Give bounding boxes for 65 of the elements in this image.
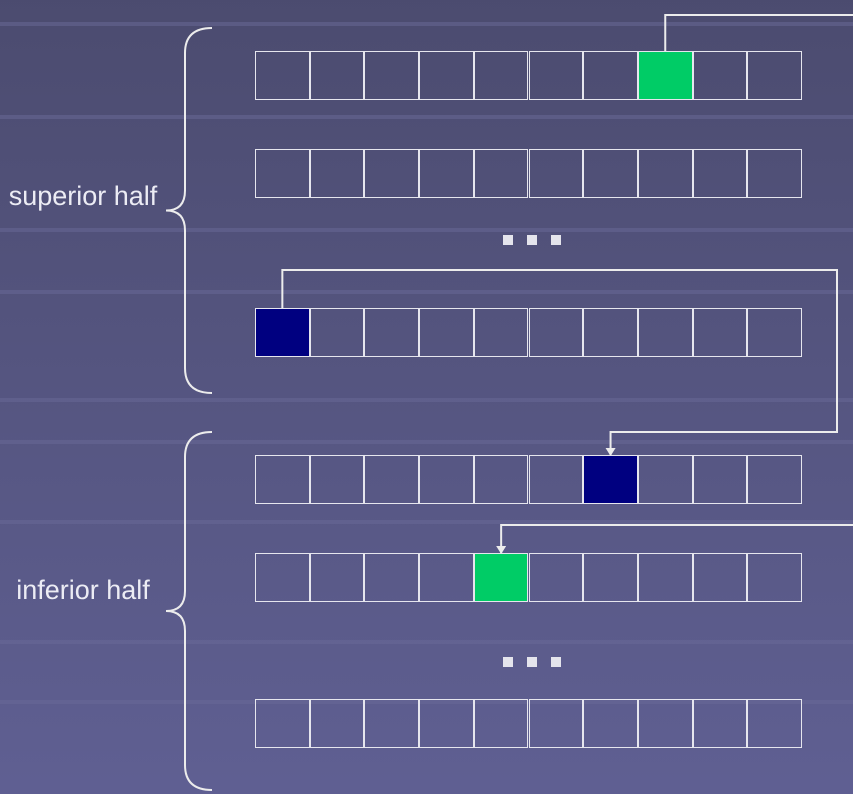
bracket-label: superior half [8,180,158,213]
array-cell [638,308,693,357]
array-cell [419,51,474,100]
array-cell [528,699,584,748]
array-cell [310,51,364,100]
array-cell [692,553,748,602]
array-cell [528,455,584,504]
array-cell [419,149,474,198]
highlighted-cell [583,455,638,504]
array-cell [255,553,310,602]
arrow [281,269,838,456]
array-cell [364,699,420,748]
array-cell [474,455,528,504]
array-cell [528,51,584,100]
array-cell [364,455,420,504]
array-cell [583,149,638,198]
array-cell [474,308,528,357]
bracket-label: inferior half [15,574,151,607]
array-cell [419,553,474,602]
array-cell [638,455,693,504]
array-cell [638,699,693,748]
array-cell [364,51,420,100]
array-cell [747,455,802,504]
array-cell [528,149,584,198]
array-cell [692,149,748,198]
array-cell [364,553,420,602]
array-cell [583,699,638,748]
array-cell [310,699,364,748]
highlighted-cell [638,51,693,100]
array-cell [310,308,364,357]
array-cell [310,553,364,602]
array-cell [310,455,364,504]
array-cell [255,699,310,748]
array-cell [364,149,420,198]
highlighted-cell [255,308,310,357]
arrow [496,524,853,554]
array-cell [583,308,638,357]
array-cell [692,308,748,357]
array-cell [747,308,802,357]
array-cell [692,455,748,504]
array-cell [638,149,693,198]
array-cell [419,308,474,357]
array-cell [419,699,474,748]
array-cell [255,51,310,100]
array-cell [638,553,693,602]
array-cell [419,455,474,504]
array-cell [583,51,638,100]
array-cell [474,149,528,198]
array-cell [474,699,528,748]
array-cell [747,699,802,748]
array-cell [747,149,802,198]
array-cell [692,51,748,100]
array-cell [528,308,584,357]
highlighted-cell [474,553,528,602]
array-cell [364,308,420,357]
array-cell [747,51,802,100]
array-cell [255,149,310,198]
array-cell [310,149,364,198]
array-cell [528,553,584,602]
array-cell [474,51,528,100]
array-cell [747,553,802,602]
array-cell [583,553,638,602]
array-cell [255,455,310,504]
array-cell [692,699,748,748]
connector-line [664,14,853,51]
